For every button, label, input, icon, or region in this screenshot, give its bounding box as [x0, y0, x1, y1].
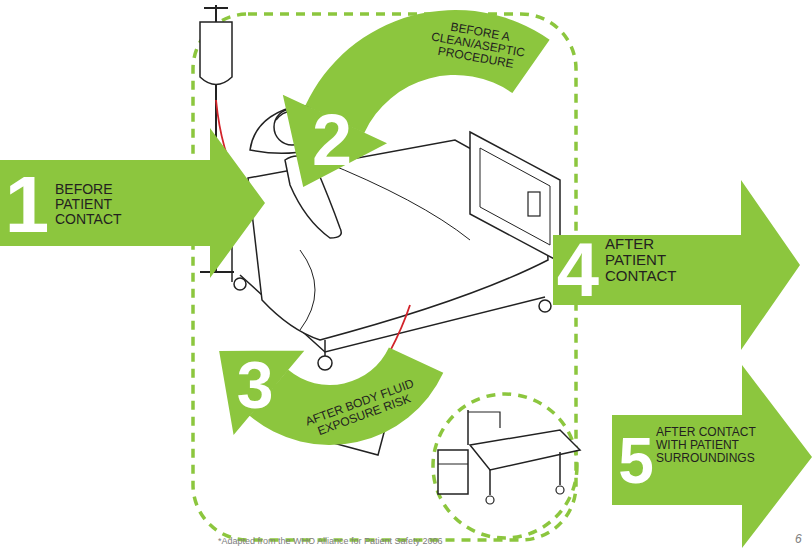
trapeze-bar: [468, 412, 500, 428]
page-number: 6: [795, 532, 811, 546]
iv-hook: [204, 7, 228, 9]
hand-hygiene-moment-arrow: 1BEFORE PATIENT CONTACT: [0, 128, 265, 278]
hand-hygiene-moment-arrow: 4AFTER PATIENT CONTACT: [553, 180, 800, 350]
nightstand: [438, 450, 468, 494]
footboard-panel: [480, 148, 550, 245]
source-footnote: *Adapted from the WHO Alliance for Patie…: [218, 536, 548, 546]
arrow-shape: [612, 365, 812, 548]
bed-wheel: [234, 278, 246, 290]
arrow-shape: [283, 10, 550, 187]
hand-rub-dispenser: [528, 192, 540, 216]
moment-label: BEFORE PATIENT CONTACT: [55, 182, 127, 227]
moment-number: 3: [237, 352, 274, 418]
drip-chamber: [215, 86, 217, 100]
moment-number: 4: [557, 232, 599, 308]
empty-bed: [470, 430, 580, 470]
bed-footboard: [470, 132, 560, 262]
moment-number: 2: [312, 104, 352, 176]
moment-number: 1: [5, 165, 50, 245]
iv-bag: [200, 22, 232, 85]
bed-wheel: [539, 300, 551, 312]
nightstand-drawer: [438, 464, 468, 465]
arrow-shape: [219, 347, 443, 445]
bed-leg: [324, 340, 326, 356]
moment-number: 5: [618, 429, 654, 493]
empty-bed-legs: [490, 452, 560, 495]
hand-hygiene-moment-arrow: 5AFTER CONTACT WITH PATIENT SURROUNDINGS: [612, 365, 812, 548]
bed-wheel: [318, 356, 332, 370]
trapeze-pole: [467, 410, 469, 445]
hand-hygiene-moment-arrow: 2BEFORE A CLEAN/ASEPTIC PROCEDURE: [270, 0, 570, 205]
iv-pole-base: [200, 271, 234, 273]
moment-label: AFTER CONTACT WITH PATIENT SURROUNDINGS: [656, 426, 764, 465]
empty-bed-wheel: [486, 496, 494, 504]
arrow-shape: [553, 180, 800, 350]
blanket-fold: [300, 250, 315, 330]
empty-bed-wheel: [556, 486, 564, 494]
arrow-shape: [0, 128, 265, 278]
moment-label: AFTER PATIENT CONTACT: [605, 236, 683, 285]
hand-hygiene-moment-arrow: 3AFTER BODY FLUID EXPOSURE RISK: [195, 290, 455, 455]
